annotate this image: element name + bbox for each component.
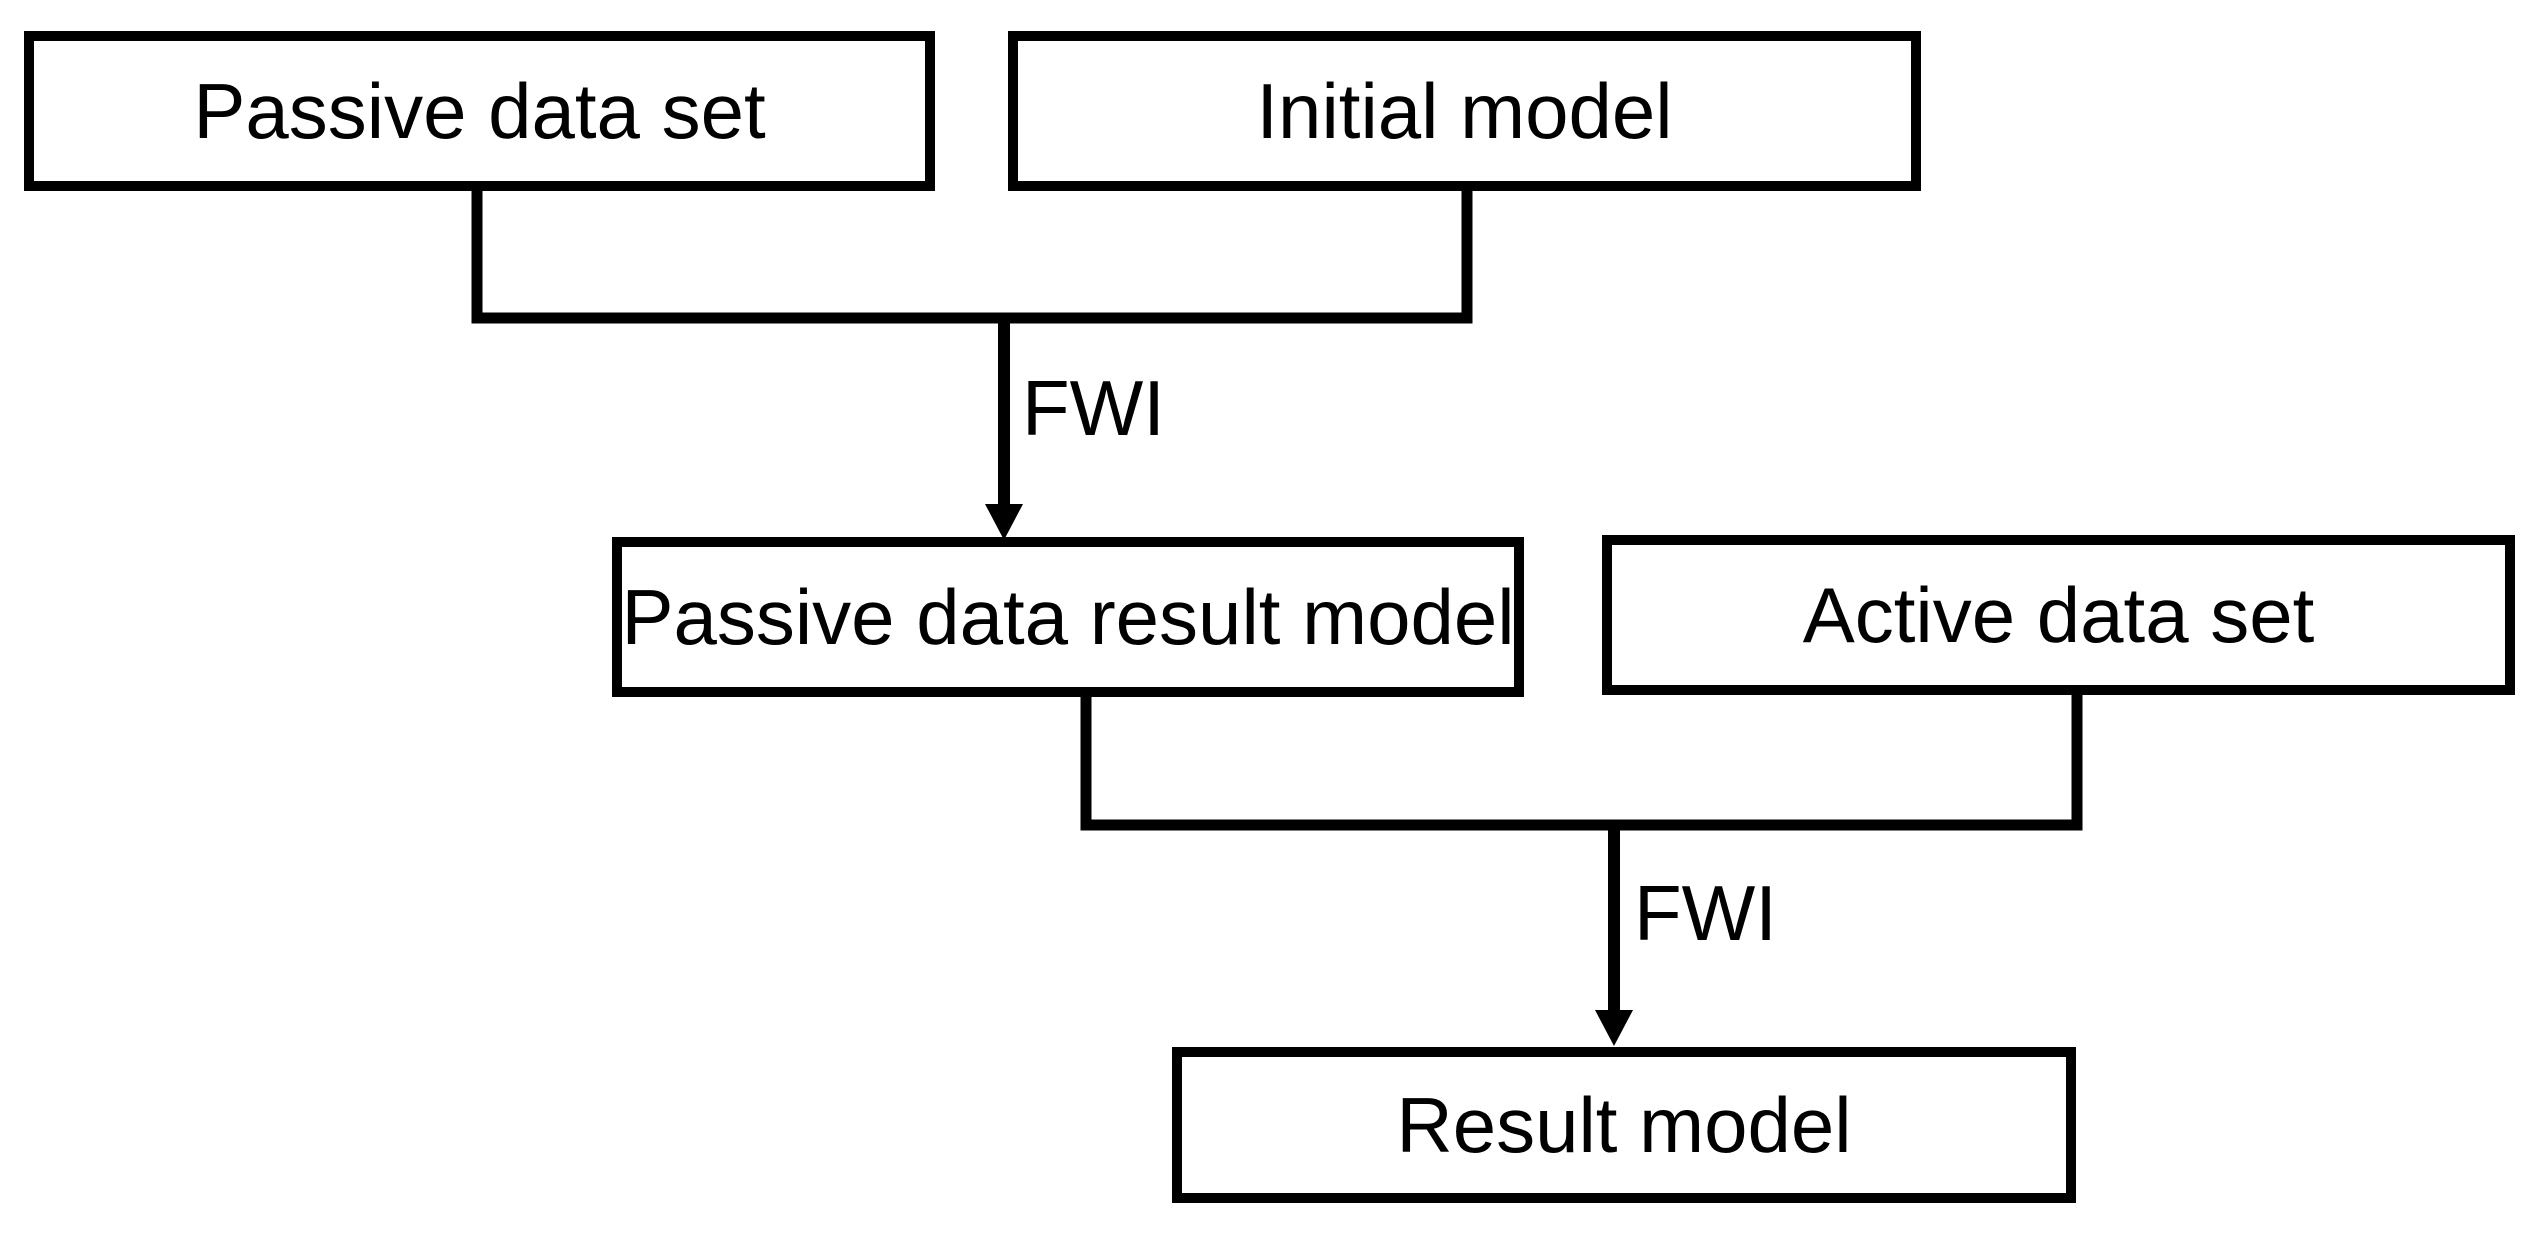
node-result-model: Result model	[1172, 1047, 2076, 1203]
node-initial-model: Initial model	[1008, 31, 1921, 191]
fwi-arrow-1-head	[985, 504, 1023, 540]
node-label: Active data set	[1802, 571, 2315, 659]
node-label: Passive data result model	[621, 573, 1515, 661]
node-passive-data-set: Passive data set	[24, 31, 935, 191]
merge-connector-1	[471, 186, 1473, 324]
node-passive-data-result-model: Passive data result model	[612, 537, 1524, 697]
merge-connector-2	[1080, 690, 2083, 831]
edge-label-fwi-2: FWI	[1634, 869, 1777, 957]
node-label: Result model	[1396, 1081, 1852, 1169]
edge-label-fwi-1: FWI	[1022, 364, 1165, 452]
node-label: Initial model	[1256, 67, 1673, 155]
fwi-arrow-2-head	[1595, 1010, 1633, 1046]
node-label: Passive data set	[193, 67, 766, 155]
node-active-data-set: Active data set	[1602, 535, 2515, 695]
